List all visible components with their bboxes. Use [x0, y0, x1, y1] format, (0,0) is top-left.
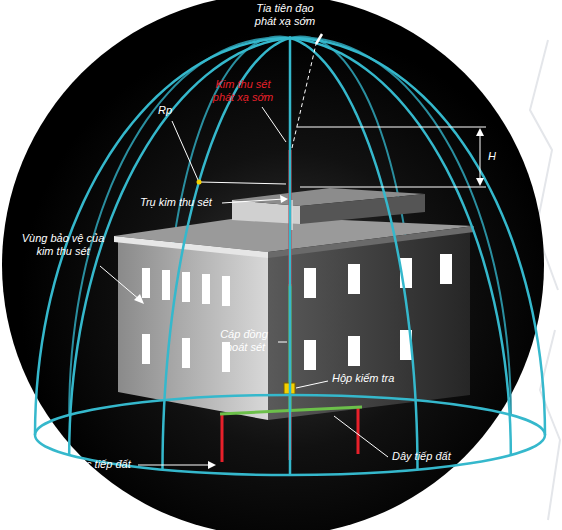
building [300, 194, 425, 224]
label-holder: Hộp kiểm tra [332, 372, 394, 385]
grounding-system [357, 408, 360, 454]
leader-lines [200, 182, 286, 184]
dome-meridian [69, 38, 290, 455]
part-label: Cáp đồng thoát sét [214, 328, 274, 354]
building [142, 334, 150, 364]
dome-meridian [290, 38, 418, 470]
leader-lines [222, 199, 284, 203]
leader-lines [480, 131, 481, 183]
building [440, 254, 452, 284]
radius-marker [197, 180, 202, 185]
rod-label: Kim thu sét phát xạ sớm [205, 78, 281, 104]
part-label: Trụ kim thu sét [140, 196, 212, 209]
building [348, 264, 360, 294]
building [222, 276, 230, 306]
leader-lines [296, 381, 328, 388]
label-holder: Dây tiếp đất [392, 450, 451, 463]
building [268, 226, 474, 258]
arrow-heads [476, 178, 484, 186]
label-holder: Trụ kim thu sét [140, 196, 212, 209]
dimension-label: H [488, 150, 496, 163]
building [114, 188, 474, 420]
label-holder: Vùng bảo vệ của kim thu sét [20, 232, 106, 258]
part-label: Dây tiếp đất [392, 450, 451, 463]
lightning-rod [291, 200, 293, 230]
building [268, 230, 470, 420]
building [142, 268, 150, 298]
dome-meridian [163, 38, 291, 470]
building [304, 268, 316, 298]
leader-lines [100, 266, 140, 300]
label-holder: Tia tiên đạo phát xạ sớm [245, 2, 325, 28]
label-holder: Kim thu sét phát xạ sớm [205, 78, 281, 104]
leader-lines [172, 121, 198, 180]
protection-zone [35, 38, 545, 475]
building [162, 270, 170, 300]
arrow-heads [280, 195, 288, 203]
part-label: Hộp kiểm tra [332, 372, 394, 385]
arrow-heads [476, 128, 484, 136]
label-holder: H [488, 150, 496, 163]
leader-lines [316, 34, 322, 44]
grounding-system [221, 414, 224, 462]
leader-lines [138, 465, 212, 466]
dome-meridian [290, 38, 511, 455]
building [114, 236, 268, 258]
leader-lines [300, 187, 486, 188]
building [182, 272, 190, 302]
building [348, 336, 360, 366]
leader-lines [334, 416, 388, 457]
black-disc [2, 0, 544, 530]
leader-lines [297, 127, 486, 128]
leader-lines [278, 342, 287, 343]
leader-lines [262, 107, 286, 142]
arrow-heads [208, 461, 216, 469]
building [304, 340, 316, 370]
label-holder: Cáp đồng thoát sét [214, 328, 274, 354]
leader-lines [292, 44, 316, 148]
dimension-label: Rp [158, 104, 172, 117]
arrow-heads [134, 128, 484, 469]
building [182, 338, 190, 368]
arrow-heads [134, 294, 144, 304]
part-label: Cọc tiếp đất [72, 458, 131, 471]
building [202, 274, 210, 304]
zone-label: Vùng bảo vệ của kim thu sét [20, 232, 106, 258]
building [142, 254, 452, 372]
ray-label: Tia tiên đạo phát xạ sớm [245, 2, 325, 28]
label-holder: Cọc tiếp đất [72, 458, 131, 471]
leader-lines [100, 34, 486, 465]
dome-meridian [289, 38, 292, 475]
label-holder: Rp [158, 104, 172, 117]
background-lightning [540, 330, 560, 520]
